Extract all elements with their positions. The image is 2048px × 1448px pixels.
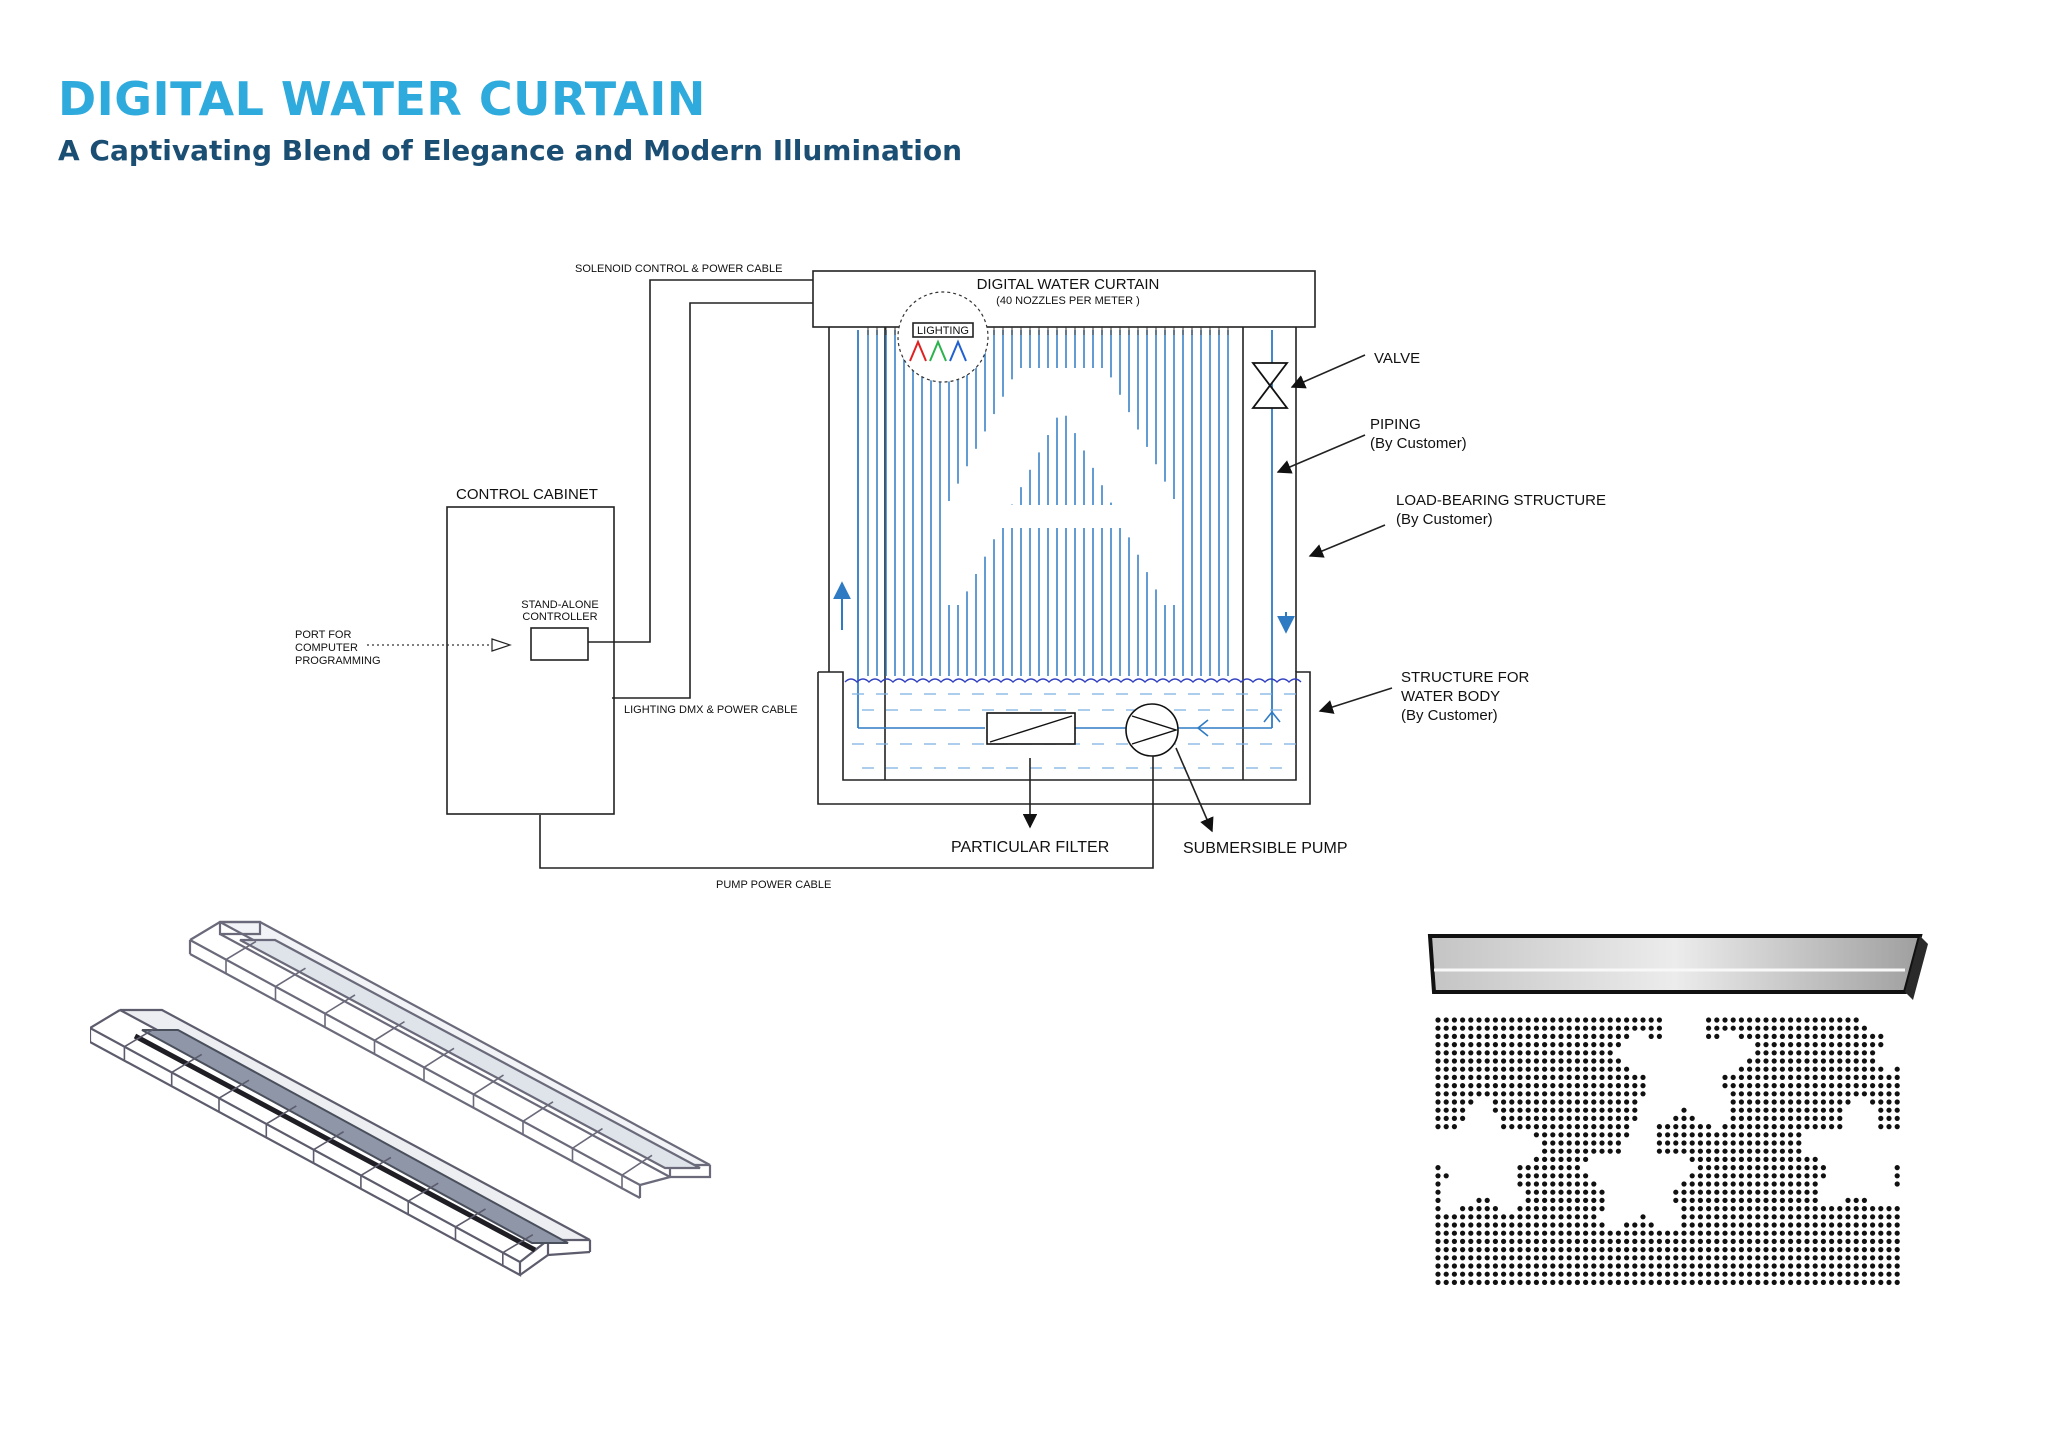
- lighting-label: LIGHTING: [917, 325, 969, 337]
- valve-symbol: [1251, 362, 1289, 409]
- load-structure-label: LOAD-BEARING STRUCTURE: [1396, 492, 1606, 509]
- nozzle-bar-dot-matrix: [1427, 934, 1928, 1285]
- curtain-header-box: [812, 270, 1316, 328]
- water-curtain-lines: [867, 327, 1229, 676]
- control-cabinet-label: CONTROL CABINET: [456, 486, 598, 503]
- filter-label: PARTICULAR FILTER: [951, 839, 1109, 856]
- pump-label: SUBMERSIBLE PUMP: [1183, 840, 1347, 857]
- controller-label: STAND-ALONE: [521, 599, 598, 611]
- water-body-sub-label: (By Customer): [1401, 707, 1498, 724]
- port-label: PORT FOR: [295, 629, 351, 641]
- pump-circle: [1125, 703, 1179, 757]
- nozzle-bar: [1427, 934, 1923, 994]
- solenoid-cable-label: SOLENOID CONTROL & POWER CABLE: [575, 263, 782, 275]
- pump-cable-label: PUMP POWER CABLE: [716, 879, 831, 891]
- curtain-sub-label: (40 NOZZLES PER METER ): [996, 295, 1140, 307]
- controller-box: [530, 627, 589, 661]
- page-title: DIGITAL WATER CURTAIN: [58, 72, 706, 126]
- water-basin: [817, 671, 1311, 805]
- curtain-title-label: DIGITAL WATER CURTAIN: [977, 276, 1160, 293]
- piping-label: PIPING: [1370, 416, 1421, 433]
- port-label-2: COMPUTER: [295, 642, 358, 654]
- control-cabinet-box: [446, 506, 615, 815]
- water-body-label: STRUCTURE FOR: [1401, 669, 1529, 686]
- water-body-label-2: WATER BODY: [1401, 688, 1500, 705]
- dmx-cable-label: LIGHTING DMX & POWER CABLE: [624, 704, 798, 716]
- port-label-3: PROGRAMMING: [295, 655, 381, 667]
- valve-label: VALVE: [1374, 350, 1420, 367]
- isometric-frame-render: [90, 920, 712, 1277]
- page-subtitle: A Captivating Blend of Elegance and Mode…: [58, 134, 963, 167]
- dot-matrix-pattern: [1435, 1017, 1900, 1285]
- controller-label-2: CONTROLLER: [522, 611, 597, 623]
- load-structure-sub-label: (By Customer): [1396, 511, 1493, 528]
- piping-sub-label: (By Customer): [1370, 435, 1467, 452]
